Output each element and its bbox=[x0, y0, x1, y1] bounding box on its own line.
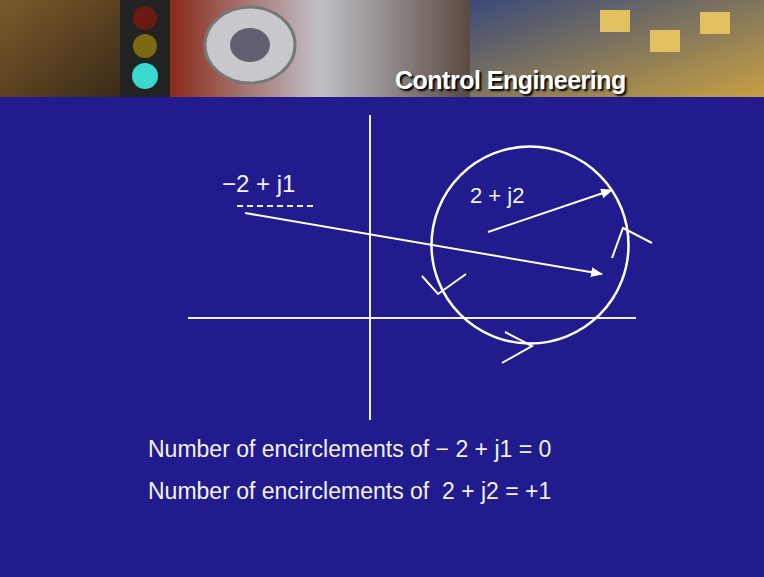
banner-title: Control Engineering bbox=[395, 66, 626, 95]
light bbox=[133, 6, 157, 30]
switch bbox=[600, 10, 630, 32]
node-label: 2 + j2 bbox=[470, 183, 524, 209]
contour-circle bbox=[432, 147, 629, 344]
banner bbox=[0, 0, 764, 97]
vector-arrow bbox=[245, 213, 602, 274]
lens bbox=[205, 7, 295, 83]
contour-shape bbox=[430, 145, 630, 345]
encirclement-contour: 2 + j2 bbox=[430, 145, 630, 345]
imag-axis bbox=[369, 115, 371, 420]
light bbox=[132, 63, 158, 89]
light bbox=[133, 34, 157, 58]
note-text: Number of encirclements of 2 + j2 = +1 bbox=[148, 478, 551, 505]
dashed-underline bbox=[237, 205, 316, 207]
switch bbox=[700, 12, 730, 34]
banner-photo bbox=[0, 0, 120, 97]
direction-arrow bbox=[502, 332, 532, 363]
lens bbox=[230, 28, 270, 62]
direction-arrow bbox=[612, 228, 652, 258]
point-label: −2 + j1 bbox=[222, 170, 295, 198]
note-text: Number of encirclements of − 2 + j1 = 0 bbox=[148, 436, 551, 463]
traffic-light bbox=[120, 0, 170, 97]
real-axis bbox=[188, 317, 636, 319]
switch bbox=[650, 30, 680, 52]
